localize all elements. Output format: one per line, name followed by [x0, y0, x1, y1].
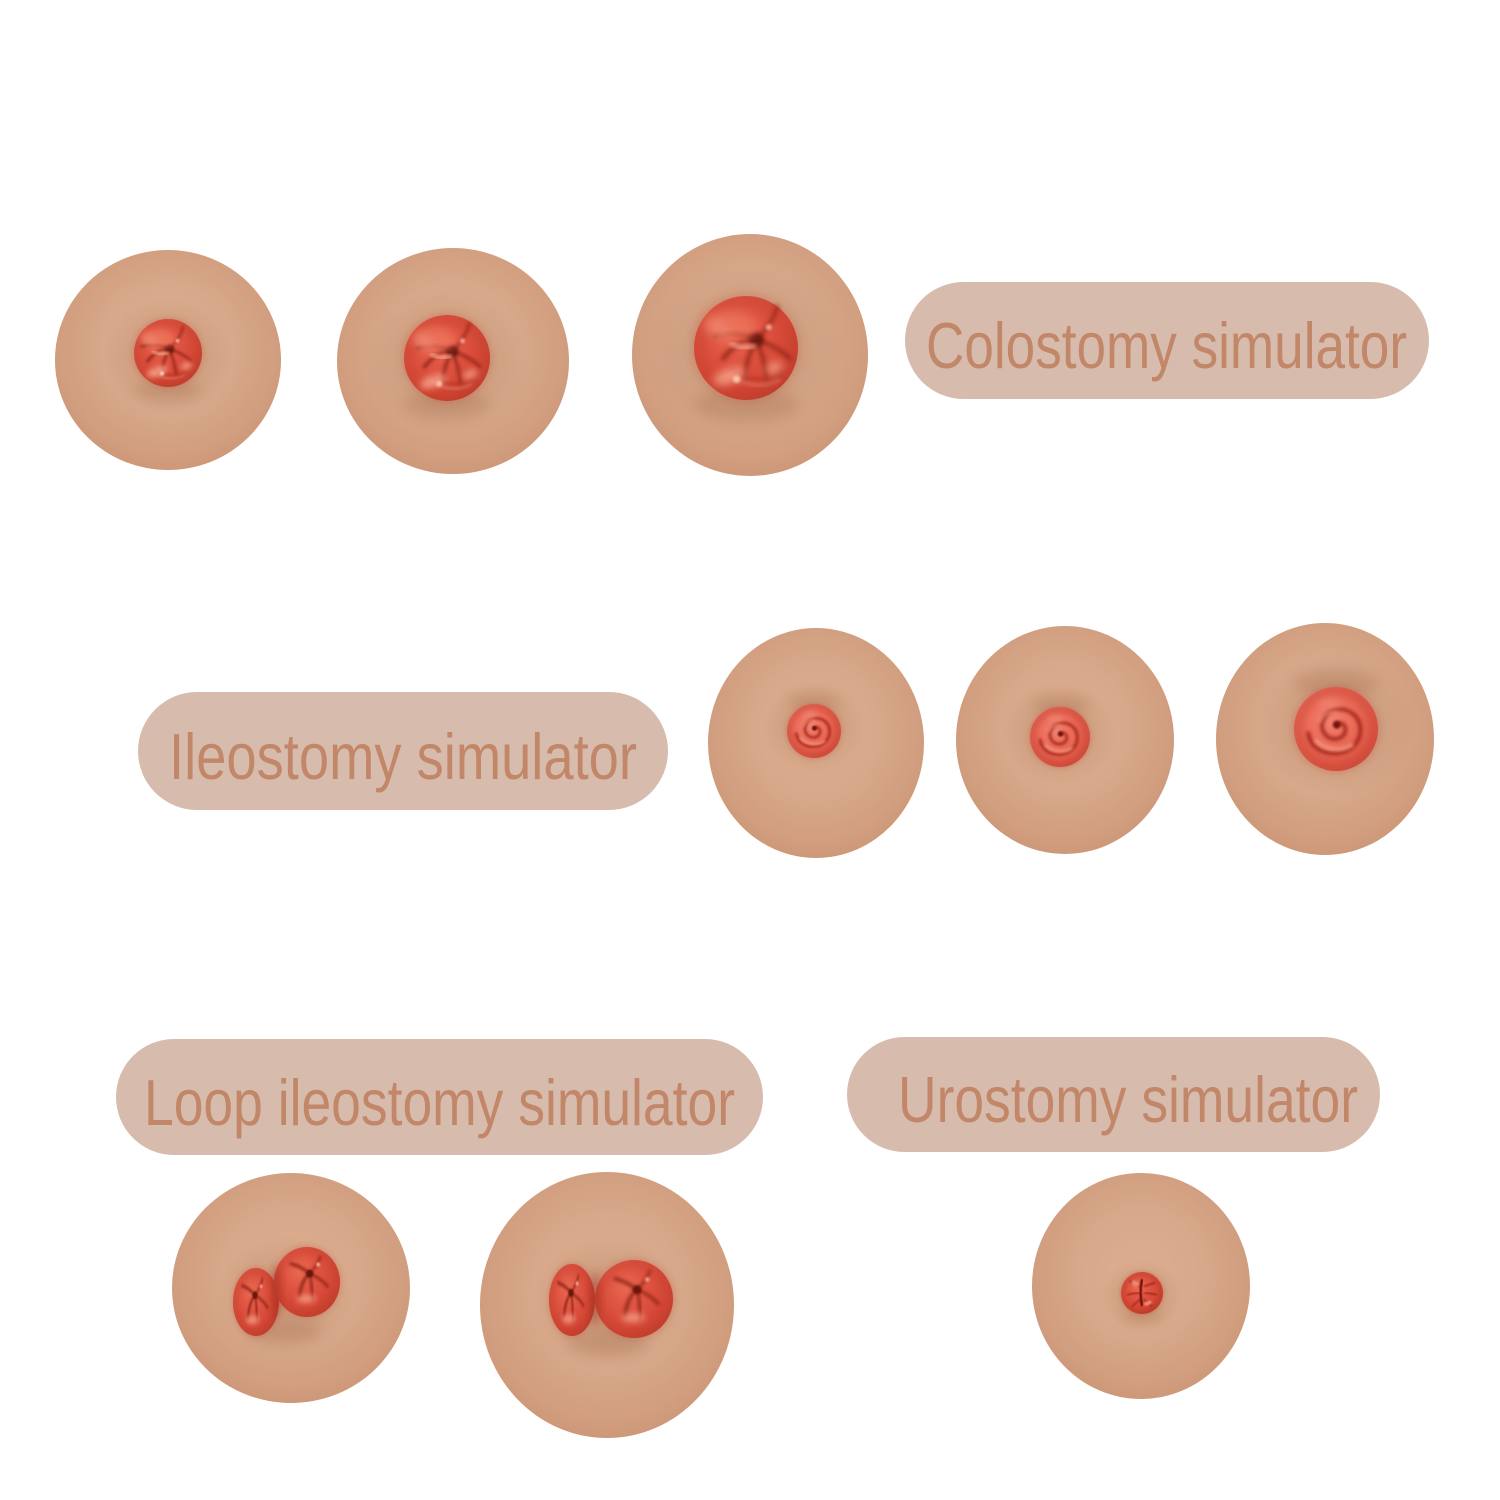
svg-text:Urostomy simulator: Urostomy simulator — [898, 1063, 1358, 1136]
svg-text:Loop ileostomy simulator: Loop ileostomy simulator — [144, 1066, 735, 1139]
svg-text:Ileostomy simulator: Ileostomy simulator — [169, 720, 637, 793]
svg-text:Colostomy simulator: Colostomy simulator — [926, 309, 1407, 382]
